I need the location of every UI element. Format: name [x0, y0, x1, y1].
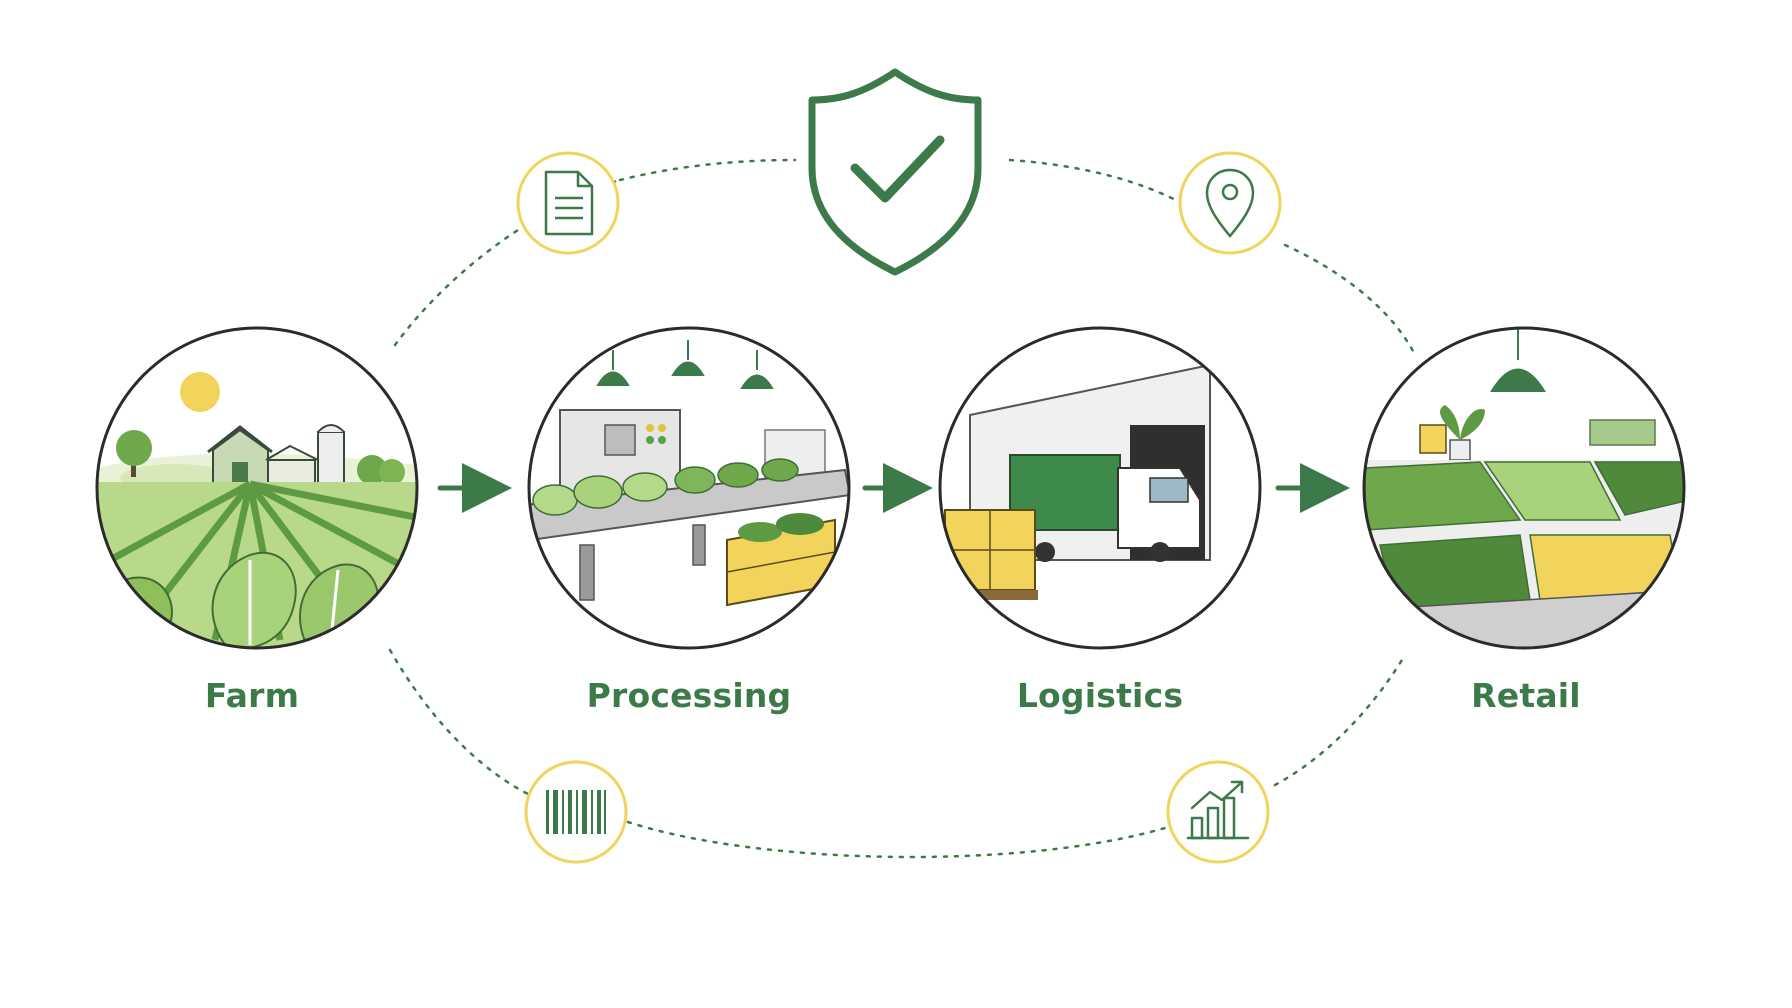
- stage-label-logistics: Logistics: [1016, 676, 1184, 715]
- lettuce-row-icon: [532, 458, 799, 516]
- location-pin-icon-circle: [1178, 151, 1282, 255]
- yellow-crate-icon: [726, 513, 836, 607]
- document-icon-circle: [516, 151, 620, 255]
- barcode-icon: [546, 790, 606, 834]
- processing-scene: [527, 326, 851, 650]
- potted-plant-icon: [1419, 405, 1485, 461]
- pendant-lamp-icon: [596, 340, 774, 389]
- logistics-scene: [938, 326, 1262, 650]
- sun-icon: [180, 372, 220, 412]
- bar-chart-growth-icon: [1186, 780, 1250, 840]
- barcode-icon-circle: [524, 760, 628, 864]
- dotted-cycle-ring: [388, 158, 1417, 859]
- stage-label-farm: Farm: [204, 676, 300, 715]
- bar-chart-growth-icon-circle: [1166, 760, 1270, 864]
- retail-scene: [1362, 326, 1686, 650]
- stage-label-retail: Retail: [1471, 676, 1581, 715]
- stage-label-processing: Processing: [586, 676, 792, 715]
- tree-icon: [116, 430, 152, 477]
- barn-icon: [207, 425, 319, 486]
- farm-scene: [95, 326, 419, 650]
- document-icon: [544, 170, 594, 236]
- location-pin-icon: [1205, 168, 1255, 238]
- silo-icon: [317, 424, 345, 488]
- pendant-lamp-icon: [1490, 328, 1546, 392]
- pallet-boxes-icon: [942, 509, 1038, 600]
- shield-check-icon: [808, 68, 982, 276]
